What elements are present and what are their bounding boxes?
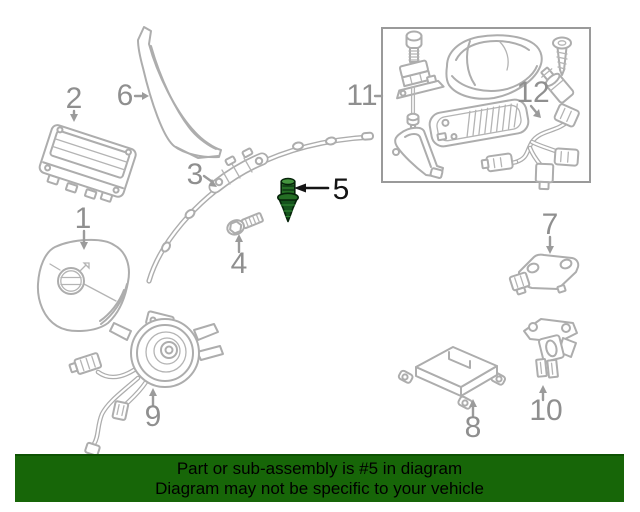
- part-label-4: 4: [230, 247, 248, 280]
- part-label-6: 6: [116, 79, 134, 112]
- seat-bolt-drawing: [405, 30, 423, 63]
- driver-airbag-module-drawing: [36, 239, 130, 332]
- part-label-10: 10: [529, 394, 563, 427]
- seat-components-box: [381, 27, 591, 191]
- seat-sensor-module-drawing: [396, 59, 445, 100]
- part-label-11: 11: [346, 79, 378, 112]
- diagram-info-banner: Part or sub-assembly is #5 in diagram Di…: [15, 454, 624, 502]
- side-impact-sensor-drawing: [523, 318, 578, 379]
- part-label-2: 2: [65, 82, 83, 115]
- part-label-5-highlighted: 5: [332, 173, 350, 206]
- srs-control-module-drawing: [397, 346, 507, 410]
- passenger-airbag-module-drawing: [38, 124, 137, 203]
- part-label-8: 8: [464, 411, 482, 444]
- impact-sensor-drawing: [508, 253, 580, 296]
- part-label-12: 12: [516, 76, 550, 109]
- part-label-3: 3: [186, 158, 204, 191]
- clockspring-drawing: [68, 310, 224, 457]
- seat-pan-drawing: [428, 98, 530, 148]
- part-label-9: 9: [144, 400, 162, 433]
- part-label-1: 1: [74, 202, 92, 235]
- part-label-7: 7: [541, 208, 559, 241]
- seat-side-shield-drawing: [392, 126, 444, 179]
- seat-harness-drawing: [480, 103, 580, 191]
- leader-arrows: [70, 92, 554, 418]
- mounting-bolt-drawing: [226, 212, 264, 236]
- highlighted-clip-part: [276, 177, 299, 223]
- seat-buckle-switch-drawing: [540, 66, 575, 104]
- banner-line-2: Diagram may not be specific to your vehi…: [155, 479, 484, 498]
- curtain-airbag-drawing: [146, 131, 375, 284]
- seat-cushion-drawing: [445, 34, 543, 100]
- highlight-arrow: [294, 183, 330, 193]
- seat-screw-drawing: [552, 36, 572, 76]
- pillar-trim-drawing: [137, 26, 222, 159]
- banner-line-1: Part or sub-assembly is #5 in diagram: [176, 459, 463, 478]
